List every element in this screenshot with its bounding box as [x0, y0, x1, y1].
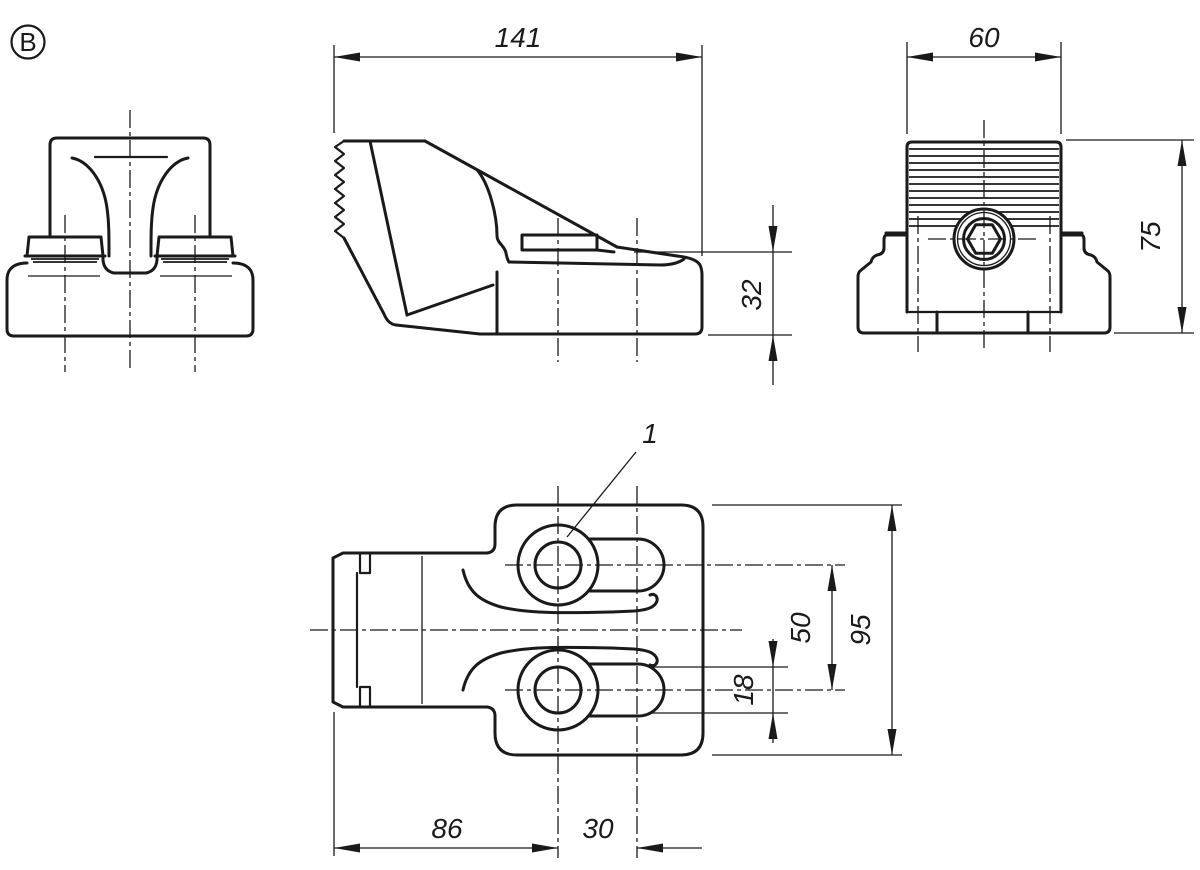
- dim-text-32: 32: [736, 279, 767, 311]
- view-label-circle: [10, 24, 46, 60]
- dim-text-50: 50: [785, 612, 816, 644]
- front-centerlines: [64, 110, 196, 372]
- dim-overall-height: 75: [1066, 139, 1194, 334]
- dim-overall-length: 141: [333, 22, 703, 256]
- dim-face-to-slot: 86: [333, 712, 558, 856]
- plan-centerlines: [310, 486, 845, 858]
- dim-slot-center-distance: 50: [785, 565, 837, 690]
- serrated-face-side: [333, 139, 346, 240]
- plan-view: 1 95 50 18 86: [310, 418, 902, 858]
- dim-base-height: 32: [634, 205, 792, 385]
- side-view: 141 32: [333, 22, 792, 385]
- callout-text-1: 1: [642, 418, 658, 449]
- dim-text-30: 30: [582, 813, 614, 844]
- dim-jaw-width: 60: [906, 22, 1062, 134]
- dim-slot-length: 30: [582, 813, 702, 853]
- dim-body-width: 95: [712, 504, 902, 756]
- dim-text-95: 95: [845, 614, 876, 646]
- dim-text-60: 60: [968, 22, 1000, 53]
- dim-text-86: 86: [431, 813, 463, 844]
- part-callout: 1: [566, 418, 658, 538]
- view-label: B: [10, 24, 46, 60]
- back-view: 60 75: [856, 22, 1194, 352]
- dim-text-141: 141: [495, 22, 542, 53]
- dim-slot-width: 18: [652, 639, 788, 743]
- dim-text-75: 75: [1135, 221, 1166, 253]
- view-label-text: B: [19, 27, 36, 57]
- back-centerlines: [917, 120, 1051, 352]
- dim-text-18: 18: [728, 674, 759, 706]
- front-view: [5, 110, 255, 372]
- side-centerlines: [557, 218, 638, 362]
